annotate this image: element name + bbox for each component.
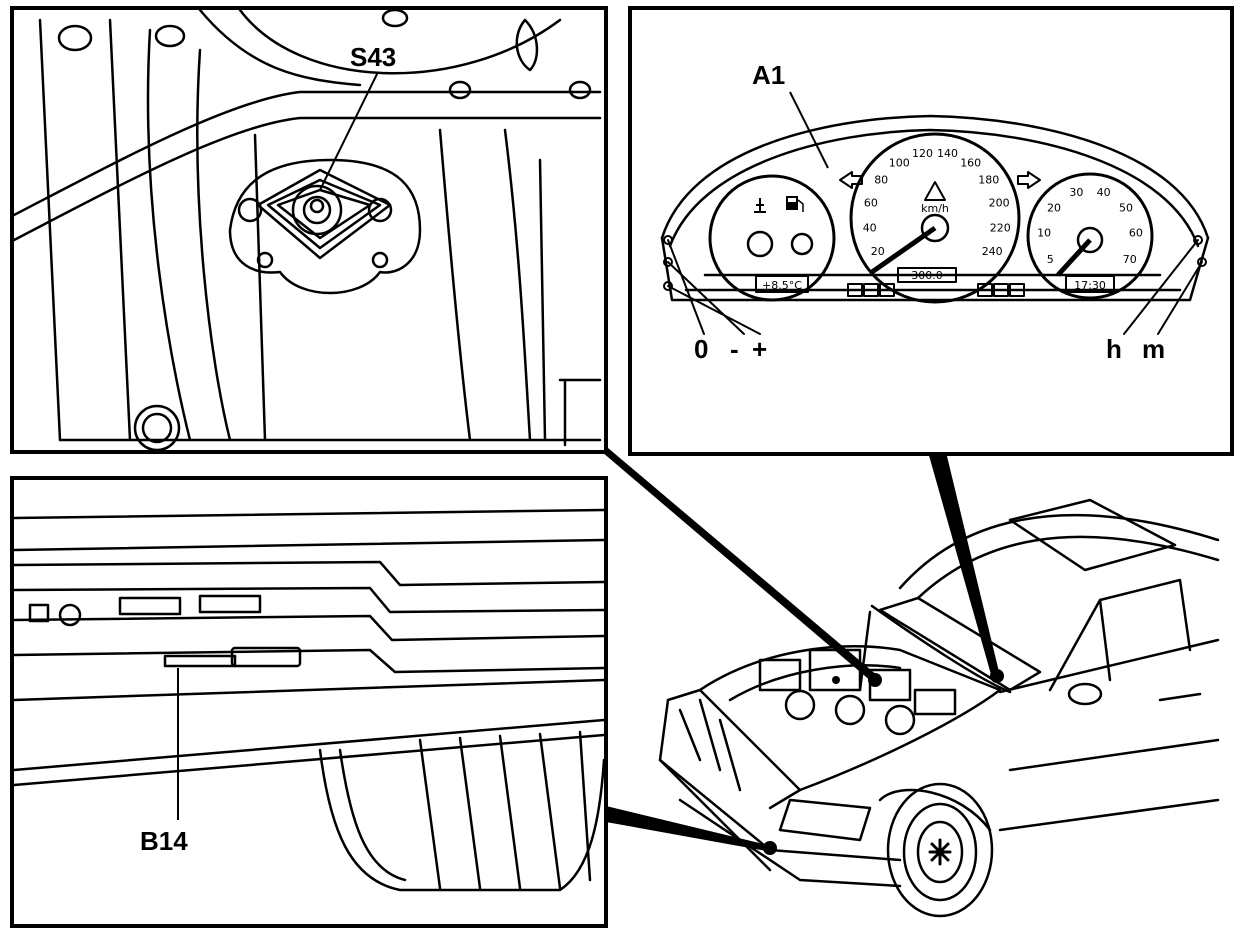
speedo-tick-20: 20: [871, 245, 885, 258]
coolant-temp-icon: [754, 198, 766, 213]
callout-s43: S43: [350, 42, 397, 72]
callout-line-s43: [319, 71, 379, 191]
odometer-display: 300.0: [911, 269, 943, 282]
tachometer-tick-labels: 5 10 20 30 40 50 60 70: [1037, 186, 1143, 266]
speedo-tick-220: 220: [990, 221, 1011, 234]
button-label-minutes: m: [1142, 334, 1166, 364]
speedo-tick-160: 160: [960, 157, 981, 170]
button-label-zero: 0: [694, 334, 709, 364]
callout-a1: A1: [752, 60, 786, 90]
fuel-pump-icon: [786, 196, 804, 212]
tacho-tick-20: 20: [1047, 201, 1061, 214]
clock-display: 17:30: [1074, 279, 1106, 292]
speedo-tick-200: 200: [989, 196, 1010, 209]
tacho-tick-10: 10: [1037, 227, 1051, 240]
speedo-tick-120: 120: [912, 147, 933, 160]
speedo-tick-60: 60: [864, 196, 878, 209]
turn-left-arrow-icon: [839, 171, 863, 189]
callout-line-a1: [789, 91, 829, 169]
car-detail-dots: [832, 676, 840, 684]
speedo-tick-40: 40: [863, 221, 877, 234]
temp-display: +8.5°C: [762, 279, 802, 292]
button-label-hours: h: [1106, 334, 1122, 364]
turn-right-arrow-icon: [1017, 171, 1041, 189]
panel-engine-mount: [10, 6, 608, 454]
leader-dot-s43: [868, 673, 882, 687]
leader-dot-b14: [763, 841, 777, 855]
speedo-tick-240: 240: [982, 245, 1003, 258]
speedo-tick-140: 140: [937, 147, 958, 160]
leader-s43: [602, 448, 878, 682]
tacho-tick-70: 70: [1123, 253, 1137, 266]
speedo-tick-100: 100: [889, 157, 910, 170]
warning-triangle-icon: [924, 181, 946, 201]
tacho-tick-60: 60: [1129, 227, 1143, 240]
button-label-minus: -: [730, 334, 739, 364]
callout-b14: B14: [140, 826, 188, 856]
panel-bumper-sensor: [10, 476, 608, 928]
car-illustration: [658, 498, 1220, 918]
right-gauge: 5 10 20 30 40 50 60 70 17:30: [1026, 172, 1154, 300]
leader-b14: [606, 806, 772, 852]
left-gauge: +8.5°C: [708, 174, 836, 302]
speedo-tick-80: 80: [874, 174, 888, 187]
speedo-unit: km/h: [921, 202, 949, 215]
tacho-tick-40: 40: [1097, 186, 1111, 199]
tacho-tick-50: 50: [1119, 201, 1133, 214]
button-label-plus: +: [752, 334, 768, 364]
tacho-tick-5: 5: [1047, 253, 1054, 266]
speedo-tick-180: 180: [978, 174, 999, 187]
tacho-tick-30: 30: [1069, 186, 1083, 199]
